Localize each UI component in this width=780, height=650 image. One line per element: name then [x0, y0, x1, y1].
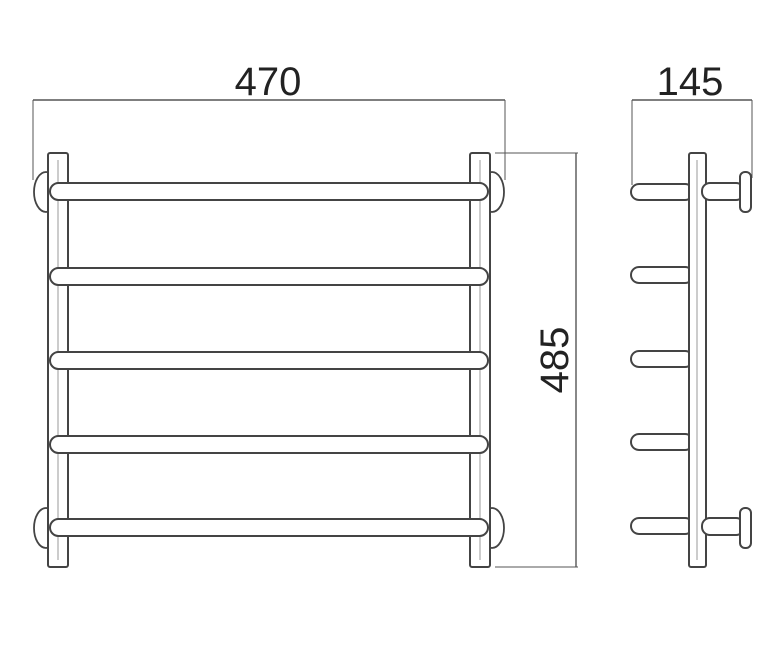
depth-label: 145 [657, 60, 724, 104]
depth-dimension: 145 [631, 60, 753, 185]
height-label: 485 [533, 327, 577, 394]
rail-5 [49, 518, 489, 537]
width-label: 470 [235, 60, 302, 104]
side-rail-5 [630, 517, 694, 535]
side-bracket-bottom [701, 507, 752, 549]
side-rail-1 [630, 183, 694, 201]
rail-2 [49, 267, 489, 286]
side-rail-3 [630, 350, 694, 368]
side-rail-4 [630, 433, 694, 451]
width-dimension: 470 [32, 60, 506, 180]
front-view [33, 152, 505, 568]
rail-3 [49, 351, 489, 370]
rail-1 [49, 182, 489, 201]
height-dimension: 485 [495, 152, 578, 568]
side-bracket-top [701, 171, 752, 213]
rail-4 [49, 435, 489, 454]
side-upright [688, 152, 707, 568]
side-view [630, 152, 752, 568]
side-rail-2 [630, 266, 694, 284]
